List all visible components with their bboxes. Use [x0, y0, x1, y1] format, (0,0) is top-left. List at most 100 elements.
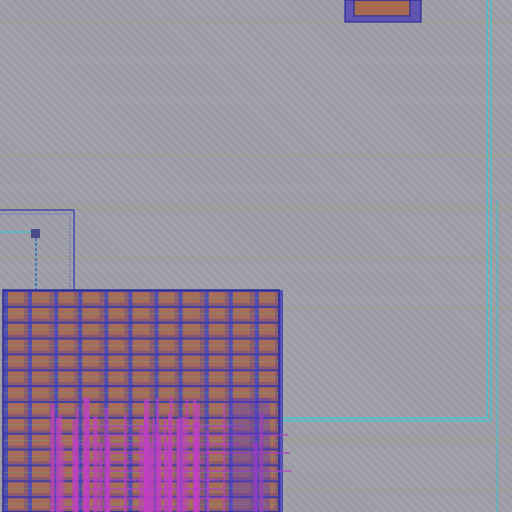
cell-hatch [55, 466, 75, 478]
highlight-net [82, 397, 86, 512]
highlight-region [230, 398, 270, 512]
cell-hatch [30, 292, 50, 303]
cell-hatch [255, 355, 275, 367]
cell-hatch [55, 418, 75, 430]
cell-hatch [255, 498, 275, 509]
cell-hatch [205, 292, 225, 303]
highlight-net [97, 452, 291, 454]
cell-hatch [5, 466, 25, 478]
cell-hatch [55, 403, 75, 414]
cell-hatch [30, 323, 50, 335]
cell-hatch [205, 498, 225, 509]
highlight-net [73, 470, 293, 472]
cell-hatch [180, 482, 200, 494]
highlight-net [105, 437, 111, 512]
cell-hatch [30, 339, 50, 351]
cell-hatch [255, 387, 275, 398]
metal-row [3, 369, 279, 372]
cell-hatch [30, 498, 50, 509]
cell-hatch [80, 339, 100, 351]
highlight-net [193, 422, 199, 512]
cell-hatch [155, 371, 175, 383]
cell-hatch [230, 339, 250, 351]
cell-hatch [255, 323, 275, 335]
cell-hatch [230, 434, 250, 446]
cell-hatch [130, 387, 150, 398]
right-routing [282, 0, 498, 512]
cell-hatch [80, 371, 100, 383]
cell-hatch [155, 387, 175, 398]
highlight-net [84, 479, 220, 481]
cell-hatch [105, 292, 125, 303]
cell-hatch [180, 403, 200, 414]
cell-hatch [130, 355, 150, 367]
highlight-net [85, 488, 223, 490]
cell-hatch [130, 371, 150, 383]
highlight-net [63, 506, 187, 508]
highlight-net [124, 414, 127, 512]
cell-hatch [230, 307, 250, 319]
cell-hatch [155, 355, 175, 367]
cell-hatch [130, 292, 150, 303]
cell-hatch [5, 339, 25, 351]
cell-hatch [30, 307, 50, 319]
cell-hatch [5, 450, 25, 462]
highlight-net [176, 419, 180, 512]
cell-hatch [55, 371, 75, 383]
cell-hatch [55, 307, 75, 319]
cell-hatch [105, 498, 125, 509]
cell-hatch [30, 403, 50, 414]
cell-hatch [205, 307, 225, 319]
cell-hatch [80, 434, 100, 446]
cell-hatch [205, 355, 225, 367]
highlight-net [156, 433, 162, 512]
cell-hatch [80, 450, 100, 462]
cell-hatch [55, 292, 75, 303]
metal-row [3, 401, 279, 403]
cell-hatch [80, 387, 100, 398]
cell-hatch [105, 307, 125, 319]
cell-hatch [155, 292, 175, 303]
highlight-net [180, 417, 185, 512]
cell-hatch [130, 323, 150, 335]
cell-hatch [255, 418, 275, 430]
cell-hatch [80, 355, 100, 367]
cell-hatch [205, 387, 225, 398]
cell-hatch [30, 418, 50, 430]
metal-row [3, 353, 279, 356]
via-column [279, 290, 283, 512]
left-io-bracket[interactable] [0, 209, 75, 290]
cell-hatch [105, 434, 125, 446]
cell-hatch [205, 434, 225, 446]
cell-hatch [155, 323, 175, 335]
cell-hatch [5, 292, 25, 303]
cell-hatch [180, 323, 200, 335]
cell-hatch [105, 418, 125, 430]
highlight-net [222, 402, 226, 512]
cell-hatch [30, 387, 50, 398]
cell-hatch [105, 355, 125, 367]
array-frame [2, 289, 280, 512]
cell-hatch [205, 418, 225, 430]
cell-hatch [180, 307, 200, 319]
cell-hatch [105, 339, 125, 351]
cell-hatch [230, 450, 250, 462]
highlight-net [90, 434, 289, 436]
cell-hatch [5, 498, 25, 509]
cell-hatch [80, 292, 100, 303]
cell-hatch [130, 339, 150, 351]
cell-hatch [105, 403, 125, 414]
cell-hatch [130, 418, 150, 430]
top-pad-cell[interactable] [344, 0, 422, 23]
cell-hatch [55, 450, 75, 462]
cell-hatch [255, 292, 275, 303]
cell-hatch [105, 323, 125, 335]
cell-hatch [30, 450, 50, 462]
cell-hatch [180, 450, 200, 462]
highlighted-nets [48, 396, 293, 512]
cell-hatch [5, 307, 25, 319]
cell-hatch [30, 466, 50, 478]
cell-hatch [180, 434, 200, 446]
highlight-net [57, 497, 230, 499]
